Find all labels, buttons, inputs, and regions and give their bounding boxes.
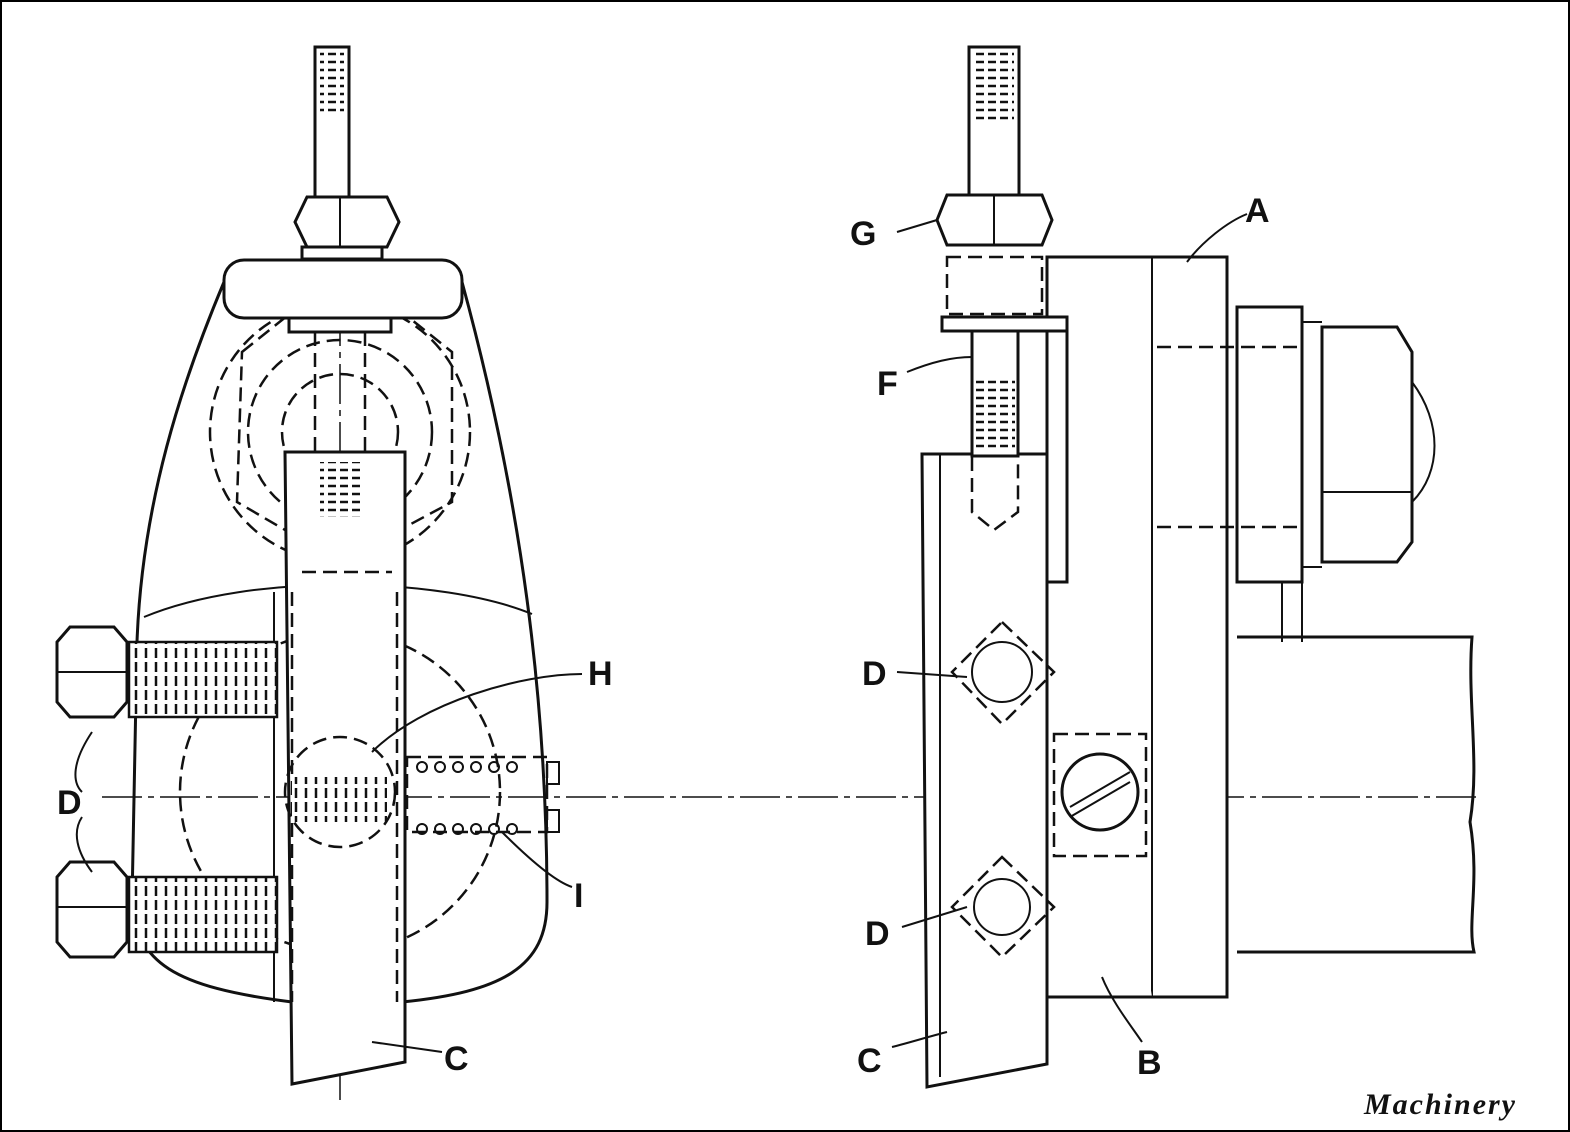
label-i: I <box>574 877 583 915</box>
screw-head-d-lower <box>950 855 1056 959</box>
top-nut <box>293 195 401 249</box>
side-view <box>891 45 1476 1089</box>
publisher-credit: Machinery <box>1363 1088 1517 1121</box>
screw-head-d-upper <box>950 620 1056 726</box>
hidden-large-circle <box>178 630 502 954</box>
shaft <box>1237 635 1476 954</box>
label-h: H <box>588 655 613 693</box>
washer <box>287 316 393 334</box>
label-c-right: C <box>857 1042 882 1080</box>
label-d-left: D <box>57 784 82 822</box>
washer-side <box>940 315 1069 333</box>
screw-pocket <box>1052 732 1148 858</box>
cutter-blade <box>283 450 407 1086</box>
label-d-right-top: D <box>862 655 887 693</box>
label-a: A <box>1245 192 1270 230</box>
label-c-left: C <box>444 1040 469 1078</box>
set-screw-upper <box>127 640 279 719</box>
screw-head-lower <box>55 860 129 959</box>
end-view <box>55 45 583 1086</box>
slotted-screw <box>1060 752 1140 832</box>
label-b: B <box>1137 1044 1162 1082</box>
set-screw-lower <box>127 875 279 954</box>
shaft-nut <box>1320 325 1414 564</box>
stud-thread <box>320 52 344 112</box>
pin-h <box>283 735 397 849</box>
label-d-right-bottom: D <box>865 915 890 953</box>
hidden-washer-circle <box>246 338 434 526</box>
clamp-bar <box>222 258 464 320</box>
label-f: F <box>877 365 898 403</box>
spring-i <box>405 755 549 834</box>
hidden-hex-nut <box>235 310 454 564</box>
label-g: G <box>850 215 876 253</box>
body-outline <box>130 281 549 1004</box>
